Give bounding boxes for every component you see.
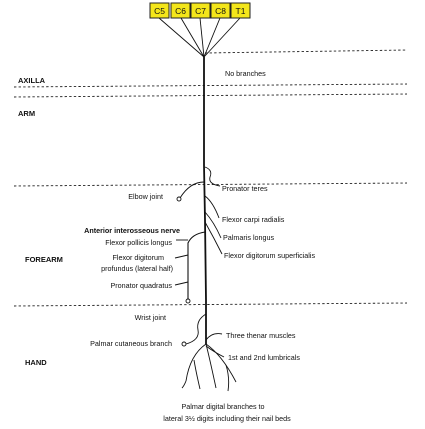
label-flexor-digitorum-line2: profundus (lateral half): [101, 264, 173, 273]
root-box-c6: C6: [170, 2, 191, 19]
region-label-hand: HAND: [25, 358, 47, 367]
label-flexor-digitorum-line1: Flexor digitorum: [112, 253, 164, 262]
label-pronator-teres: Pronator teres: [222, 184, 268, 193]
divider-arm-forearm: [13, 182, 408, 187]
root-label-c7: C7: [195, 6, 206, 16]
divider-forearm-hand: [13, 302, 408, 307]
region-label-arm: ARM: [18, 109, 35, 118]
median-nerve-trunk: [203, 57, 207, 344]
forearm-right-branches: [204, 166, 223, 255]
region-label-axilla: AXILLA: [18, 76, 46, 85]
label-elbow-joint: Elbow joint: [128, 192, 163, 201]
label-three-thenar-muscles: Three thenar muscles: [226, 331, 296, 340]
label-flexor-pollicis-longus: Flexor pollicis longus: [105, 238, 172, 247]
label-digital-branches-line1: Palmar digital branches to: [181, 402, 264, 411]
root-label-c6: C6: [175, 6, 186, 16]
region-label-forearm: FOREARM: [25, 255, 63, 264]
root-label-c8: C8: [215, 6, 226, 16]
elbow-joint-endpoint: [176, 196, 182, 202]
label-anterior-interosseous-nerve: Anterior interosseous nerve: [84, 226, 180, 235]
palmar-cutaneous-endpoint: [181, 341, 187, 347]
label-palmaris-longus: Palmaris longus: [223, 233, 275, 242]
root-box-c7: C7: [190, 2, 211, 19]
label-palmar-cutaneous-branch: Palmar cutaneous branch: [90, 339, 172, 348]
root-box-c5: C5: [149, 2, 170, 19]
root-box-c8: C8: [210, 2, 231, 19]
divider-axilla-top: [204, 49, 408, 54]
label-wrist-joint: Wrist joint: [135, 313, 166, 322]
axilla-no-branches: No branches: [225, 69, 266, 78]
label-flexor-digitorum-superficialis: Flexor digitorum superficialis: [224, 251, 315, 260]
label-pronator-quadratus: Pronator quadratus: [110, 281, 172, 290]
hand-branches: [181, 313, 237, 392]
root-box-t1: T1: [230, 2, 251, 19]
divider-arm-top: [13, 93, 408, 98]
root-label-c5: C5: [154, 6, 165, 16]
root-label-t1: T1: [236, 6, 246, 16]
interosseous-endpoint: [185, 298, 191, 304]
label-flexor-carpi-radialis: Flexor carpi radialis: [222, 215, 285, 224]
forearm-left-branches: [174, 181, 206, 304]
divider-axilla-arm: [13, 83, 408, 88]
root-convergence: [158, 17, 241, 58]
label-lumbricals: 1st and 2nd lumbricals: [228, 353, 300, 362]
label-digital-branches-line2: lateral 3½ digits including their nail b…: [163, 414, 291, 423]
